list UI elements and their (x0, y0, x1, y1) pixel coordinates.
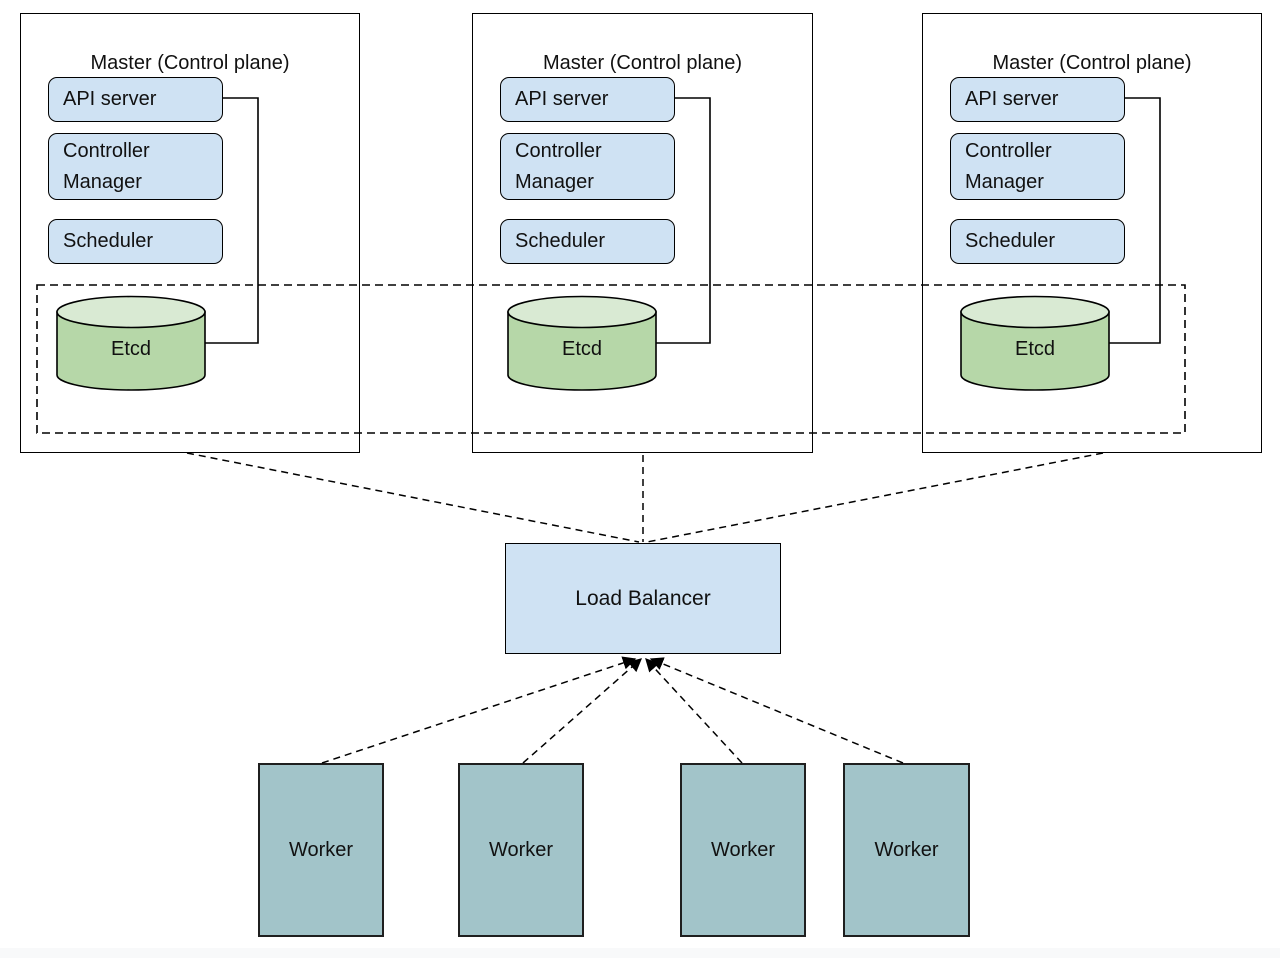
controller-manager-box: Controller Manager (500, 133, 675, 200)
master-box-2: Master (Control plane) API server Contro… (472, 13, 813, 453)
worker-box-3: Worker (680, 763, 806, 937)
worker-label: Worker (288, 838, 354, 861)
scheduler-box: Scheduler (48, 219, 223, 264)
worker3-to-lb-link (645, 658, 743, 764)
worker4-to-lb-link (649, 657, 904, 764)
etcd-label: Etcd (561, 338, 603, 360)
worker2-to-lb-link (522, 658, 643, 764)
worker-label: Worker (488, 838, 554, 861)
controller-manager-box: Controller Manager (950, 133, 1125, 200)
scheduler-box: Scheduler (500, 219, 675, 264)
master-title: Master (Control plane) (90, 52, 290, 74)
worker-box-2: Worker (458, 763, 584, 937)
scheduler-box: Scheduler (950, 219, 1125, 264)
etcd-label: Etcd (1014, 338, 1056, 360)
worker-label: Worker (874, 838, 939, 861)
load-balancer-label: Load Balancer (575, 586, 711, 610)
worker1-to-lb-link (321, 656, 637, 764)
master1-to-lb-link (186, 452, 640, 543)
api-server-box: API server (500, 77, 675, 122)
master-box-3: Master (Control plane) API server Contro… (922, 13, 1262, 453)
etcd-label: Etcd (110, 338, 152, 360)
worker-label: Worker (710, 838, 776, 861)
master-box-1: Master (Control plane) API server Contro… (20, 13, 360, 453)
master3-to-lb-link (646, 452, 1104, 543)
worker-box-4: Worker (843, 763, 970, 937)
master-title: Master (Control plane) (992, 52, 1192, 74)
worker-box-1: Worker (258, 763, 384, 937)
load-balancer-box: Load Balancer (505, 543, 781, 654)
api-server-box: API server (950, 77, 1125, 122)
api-server-box: API server (48, 77, 223, 122)
controller-manager-box: Controller Manager (48, 133, 223, 200)
bottom-edge-strip (0, 948, 1280, 958)
master-title: Master (Control plane) (543, 52, 742, 74)
